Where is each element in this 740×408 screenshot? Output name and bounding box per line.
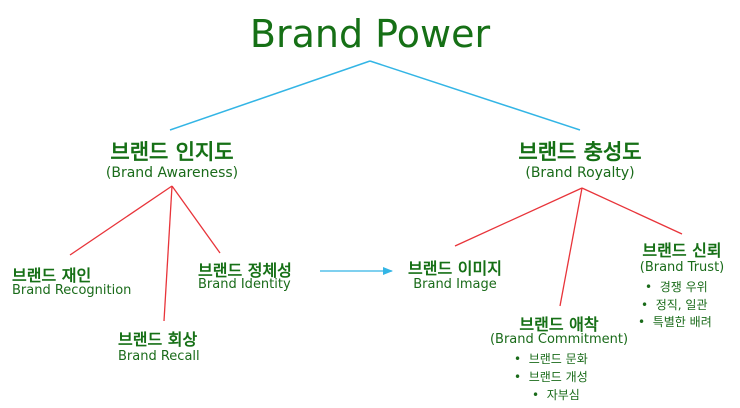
trust-bullet-text: 정직, 일관: [655, 298, 708, 312]
commitment-bullet-text: 브랜드 개성: [528, 370, 588, 384]
image-english: Brand Image: [413, 277, 497, 292]
awareness-subheading: (Brand Awareness): [105, 165, 239, 181]
trust-label: 브랜드 신뢰: [642, 241, 722, 260]
trust-bullet-text: 경쟁 우위: [659, 280, 708, 294]
line-royalty-to-image: [454, 187, 583, 247]
commitment-bullet: • 브랜드 문화: [514, 352, 588, 366]
awareness-heading: 브랜드 인지도: [110, 140, 234, 164]
commitment-bullet-text: 자부심: [546, 388, 580, 402]
commitment-label: 브랜드 애착: [519, 315, 599, 334]
commitment-bullet: • 자부심: [532, 388, 580, 402]
royalty-subheading: (Brand Royalty): [525, 165, 635, 181]
recall-label: 브랜드 회상: [118, 330, 198, 349]
trust-bullet-text: 특별한 배려: [652, 315, 712, 329]
line-awareness-to-identity: [171, 185, 221, 254]
recognition-label: 브랜드 재인: [12, 266, 92, 285]
commitment-bullet-text: 브랜드 문화: [528, 352, 588, 366]
image-label: 브랜드 이미지: [408, 259, 502, 278]
line-awareness-to-recognition: [69, 185, 173, 256]
trust-english: (Brand Trust): [639, 260, 725, 275]
commitment-bullet: • 브랜드 개성: [514, 370, 588, 384]
identity-label: 브랜드 정체성: [198, 261, 292, 280]
line-title-to-awareness: [169, 60, 371, 131]
trust-bullet: • 특별한 배려: [638, 315, 712, 329]
diagram-title: Brand Power: [249, 12, 491, 56]
commitment-english: (Brand Commitment): [489, 332, 629, 347]
line-royalty-to-trust: [581, 187, 683, 235]
royalty-heading: 브랜드 충성도: [518, 140, 642, 164]
line-title-to-royalty: [369, 60, 581, 131]
recognition-english: Brand Recognition: [12, 283, 132, 298]
line-awareness-to-recall: [163, 185, 173, 322]
recall-english: Brand Recall: [118, 349, 200, 364]
trust-bullet: • 정직, 일관: [641, 298, 708, 312]
trust-bullet: • 경쟁 우위: [645, 280, 708, 294]
identity-english: Brand Identity: [198, 277, 291, 292]
line-royalty-to-commitment: [559, 187, 583, 307]
